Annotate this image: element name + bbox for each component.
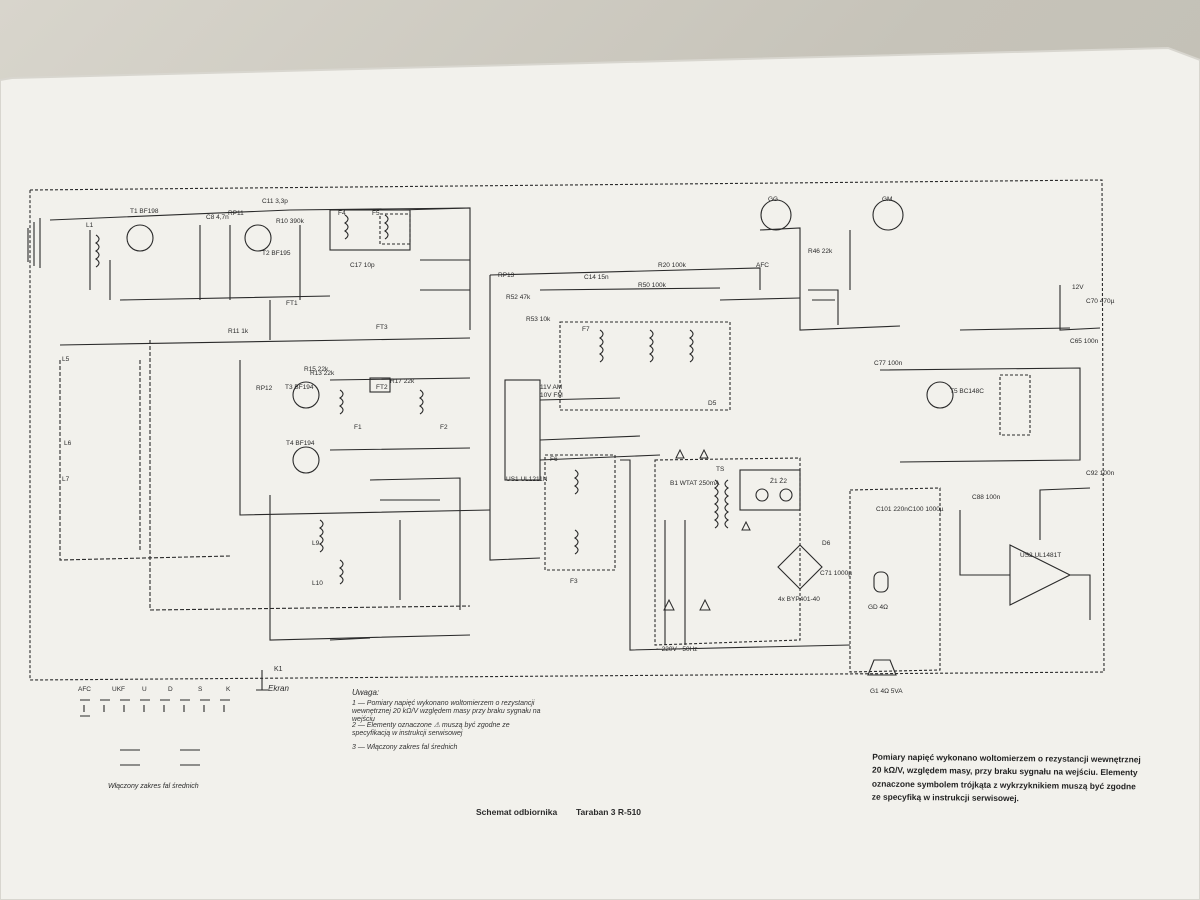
component-label: C71 1000µ bbox=[820, 570, 852, 577]
component-label: T3 BF194 bbox=[285, 384, 314, 391]
component-label: C70 470µ bbox=[1086, 298, 1115, 305]
component-label: R53 10k bbox=[526, 316, 551, 323]
rail-top bbox=[49, 207, 471, 221]
coil-label: L7 bbox=[62, 476, 70, 483]
document-title: Schemat odbiornika bbox=[476, 807, 558, 817]
coil-label: F4 bbox=[338, 210, 346, 217]
component-label: G1 4Ω 5VA bbox=[870, 688, 903, 695]
schematic-lines bbox=[27, 179, 1105, 766]
component-label: TS bbox=[716, 466, 725, 473]
coil-label: L10 bbox=[312, 580, 323, 587]
component-label: FT1 bbox=[286, 300, 298, 307]
component-label: R52 47k bbox=[506, 294, 531, 301]
component-label: RP11 bbox=[228, 210, 244, 217]
component-label: FT3 bbox=[376, 324, 388, 331]
coil-label: L1 bbox=[86, 222, 94, 229]
component-label: T2 BF195 bbox=[262, 250, 291, 257]
coil-label: F5 bbox=[372, 210, 380, 217]
switch-label: U bbox=[142, 686, 147, 693]
note-item: 2 — Elementy oznaczone ⚠ muszą być zgodn… bbox=[352, 722, 510, 737]
component-label: D6 bbox=[822, 540, 831, 547]
component-label: FT2 bbox=[376, 384, 388, 391]
switch-label: UKF bbox=[112, 686, 125, 693]
note-item: 3 — Włączony zakres fal średnich bbox=[352, 744, 458, 751]
coil-label: F6 bbox=[550, 456, 558, 463]
warning-triangles bbox=[663, 448, 751, 611]
switch-caption: Włączony zakres fal średnich bbox=[108, 783, 199, 790]
component-label: C101 220n bbox=[876, 506, 908, 513]
component-label: Ż1 Ż2 bbox=[770, 478, 787, 485]
switch-label: D bbox=[168, 686, 173, 693]
component-label: C11 3,3p bbox=[262, 198, 288, 205]
component-label: C88 100n bbox=[972, 494, 1001, 501]
footer-note: Pomiary napięć wykonano woltomierzem o r… bbox=[871, 751, 1141, 804]
component-label: RP13 bbox=[498, 272, 515, 279]
coil-label: L9 bbox=[312, 540, 320, 547]
component-label: 10V FM bbox=[540, 392, 563, 399]
switch-label: K bbox=[226, 686, 231, 693]
coil-label: L5 bbox=[62, 356, 70, 363]
component-label: ~ 220V~ 50Hz bbox=[656, 646, 698, 653]
component-label: GG bbox=[768, 196, 779, 203]
notes-heading: Uwaga: bbox=[352, 688, 380, 697]
component-label: R11 1k bbox=[228, 328, 249, 335]
component-label: R17 22k bbox=[390, 378, 415, 385]
coil-label: F7 bbox=[582, 326, 590, 333]
component-label: R15 22k bbox=[304, 366, 329, 373]
component-label: T5 BC148C bbox=[950, 388, 984, 395]
component-label: C14 15n bbox=[584, 274, 609, 281]
coil-label: F3 bbox=[570, 578, 578, 585]
component-label: R46 22k bbox=[808, 248, 833, 255]
component-label: US1 UL1211N bbox=[506, 476, 548, 483]
rail-mid bbox=[59, 337, 471, 346]
switch-label: S bbox=[198, 686, 203, 693]
document-model: Taraban 3 R-510 bbox=[576, 807, 642, 817]
component-label: C100 1000µ bbox=[908, 506, 944, 513]
outer-frame bbox=[29, 179, 1105, 681]
component-label: GM bbox=[882, 196, 893, 203]
component-label: 11V AM bbox=[540, 384, 563, 391]
component-label: T4 BF194 bbox=[286, 440, 315, 447]
component-label: R20 100k bbox=[658, 262, 686, 269]
switch-label: AFC bbox=[78, 686, 91, 693]
component-label: C77 100n bbox=[874, 360, 903, 367]
component-label: C65 100n bbox=[1070, 338, 1099, 345]
component-label: R50 100k bbox=[638, 282, 666, 289]
component-label: R13 22k bbox=[310, 370, 335, 377]
component-label: GD 4Ω bbox=[868, 604, 889, 611]
coil-label: F1 bbox=[354, 424, 362, 431]
component-label: C8 4,7n bbox=[206, 214, 229, 221]
paper-edge bbox=[0, 46, 1200, 900]
component-label: C92 100n bbox=[1086, 470, 1115, 477]
component-label: D5 bbox=[708, 400, 717, 407]
component-label: AFC bbox=[756, 262, 769, 269]
note-item: 1 — Pomiary napięć wykonano woltomierzem… bbox=[352, 700, 541, 723]
component-label: T1 BF198 bbox=[130, 208, 159, 215]
coil-label: L6 bbox=[64, 440, 72, 447]
component-label: 12V bbox=[1072, 284, 1084, 291]
component-label: C17 10p bbox=[350, 262, 375, 269]
coil-label: F2 bbox=[440, 424, 448, 431]
component-label: R10 390k bbox=[276, 218, 304, 225]
ground-label: Ekran bbox=[268, 684, 289, 693]
component-label: US2 UL1481T bbox=[1020, 552, 1062, 559]
left-section-frame bbox=[59, 360, 231, 561]
component-label: B1 WTAT 250mA bbox=[670, 480, 720, 487]
component-label: RP12 bbox=[256, 385, 273, 392]
ground-ref: K1 bbox=[274, 666, 283, 673]
antenna-connector bbox=[27, 218, 41, 268]
component-label: 4x BYP401-40 bbox=[778, 596, 820, 603]
